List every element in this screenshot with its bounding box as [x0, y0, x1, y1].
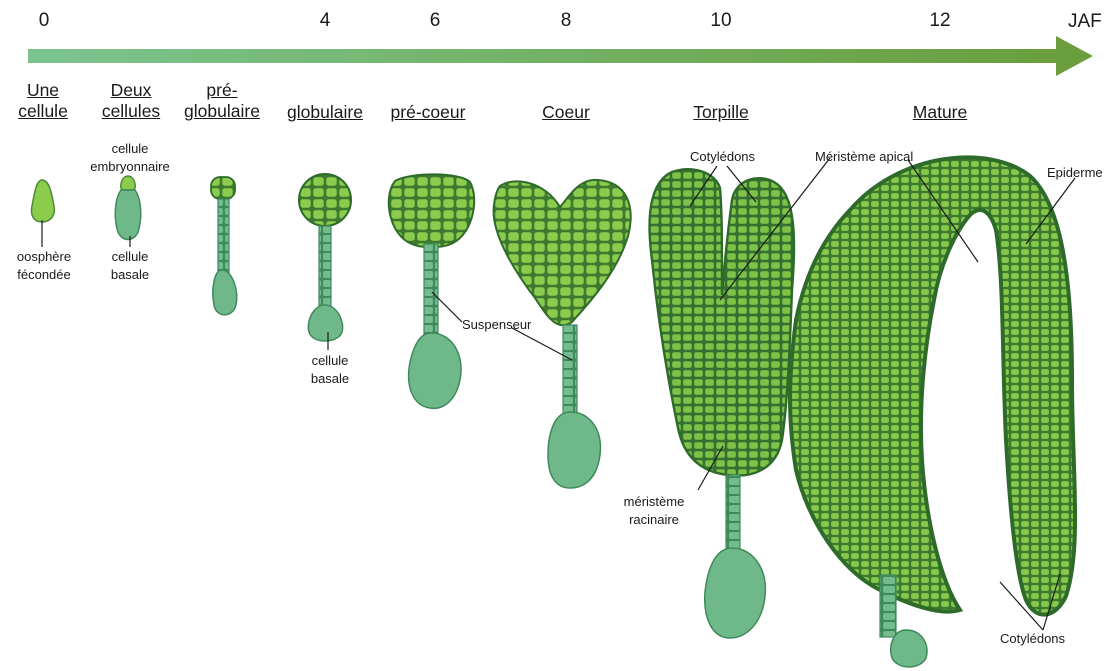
axis-tick-6: 6 — [430, 10, 441, 32]
stage-label-one-cell: Une cellule — [18, 80, 68, 122]
label-oosphere-fecondee: oosphère fécondée — [17, 248, 71, 284]
timeline-arrow-shaft — [28, 49, 1060, 63]
embryo-one-cell — [31, 180, 54, 247]
timeline-arrow-head — [1056, 36, 1093, 76]
stage-label-mature: Mature — [913, 102, 967, 123]
embryo-pre-heart — [389, 174, 474, 408]
axis-unit-label: JAF — [1068, 11, 1102, 33]
axis-tick-8: 8 — [561, 10, 572, 32]
label-cotyledons-bottom: Cotylédons — [1000, 630, 1065, 648]
embryo-mature — [790, 157, 1075, 667]
label-meristeme-racinaire: méristème racinaire — [624, 493, 685, 529]
label-cotyledons-top: Cotylédons — [690, 148, 755, 166]
embryo-globular — [299, 174, 351, 350]
label-suspenseur: Suspenseur — [462, 316, 531, 334]
axis-tick-12: 12 — [929, 10, 950, 32]
stage-label-heart: Coeur — [542, 102, 590, 123]
label-cellule-basale-two: cellule basale — [111, 248, 149, 284]
label-epiderme: Epiderme — [1047, 164, 1103, 182]
label-cellule-basale-globular: cellule basale — [311, 352, 349, 388]
embryo-two-cells — [115, 176, 140, 247]
stage-label-two-cells: Deux cellules — [102, 80, 160, 122]
label-cellule-embryonnaire: cellule embryonnaire — [90, 140, 170, 176]
stage-label-globular: globulaire — [287, 102, 363, 123]
stage-label-pre-globular: pré- globulaire — [184, 80, 260, 122]
axis-tick-4: 4 — [320, 10, 331, 32]
axis-tick-10: 10 — [710, 10, 731, 32]
axis-tick-0: 0 — [39, 10, 50, 32]
embryo-torpedo — [649, 169, 794, 638]
label-meristeme-apical: Méristème apical — [815, 148, 913, 166]
stage-label-torpedo: Torpille — [693, 102, 748, 123]
embryo-pre-globular — [211, 177, 237, 315]
stage-label-pre-heart: pré-coeur — [391, 102, 466, 123]
